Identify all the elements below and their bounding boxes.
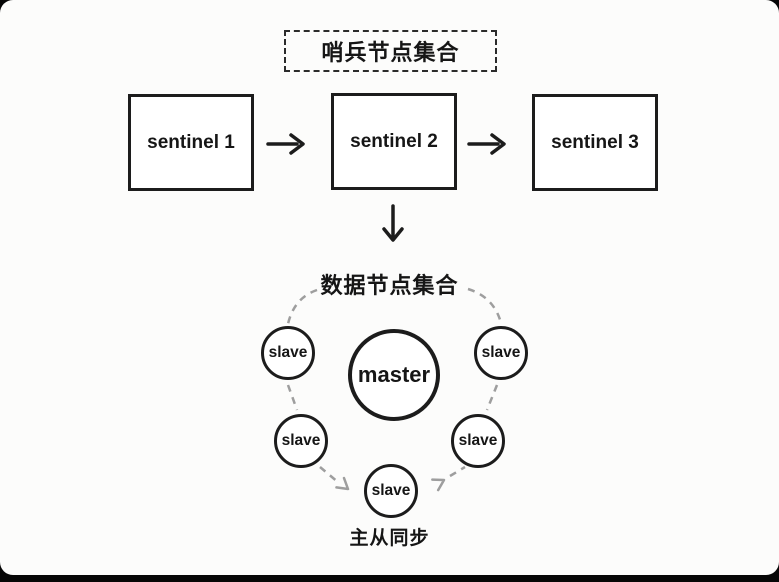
master-node-label: master (357, 362, 431, 387)
slave-node-label: slave (371, 482, 411, 499)
sentinel-node-3-label: sentinel 3 (551, 131, 639, 153)
slave-node-label: slave (458, 432, 498, 449)
slave-node-top-right: slave (474, 326, 528, 380)
slave-node-label: slave (281, 432, 321, 449)
sentinel-group-title: 哨兵节点集合 (321, 40, 460, 65)
sync-caption: 主从同步 (349, 528, 430, 549)
data-group-title: 数据节点集合 (320, 273, 459, 298)
slave-node-mid-left: slave (274, 414, 328, 468)
sentinel-node-1-label: sentinel 1 (147, 131, 235, 153)
sentinel-node-3: sentinel 3 (532, 94, 658, 191)
slave-node-label: slave (481, 344, 521, 361)
master-node: master (348, 329, 440, 421)
sentinel-node-1: sentinel 1 (128, 94, 254, 191)
slave-node-mid-right: slave (451, 414, 505, 468)
sentinel-node-2-label: sentinel 2 (350, 130, 438, 152)
slave-node-label: slave (268, 344, 308, 361)
sentinel-node-2: sentinel 2 (331, 93, 457, 190)
sentinel-group-title-box: 哨兵节点集合 (284, 30, 497, 72)
slave-node-top-left: slave (261, 326, 315, 380)
slave-node-bottom: slave (364, 464, 418, 518)
